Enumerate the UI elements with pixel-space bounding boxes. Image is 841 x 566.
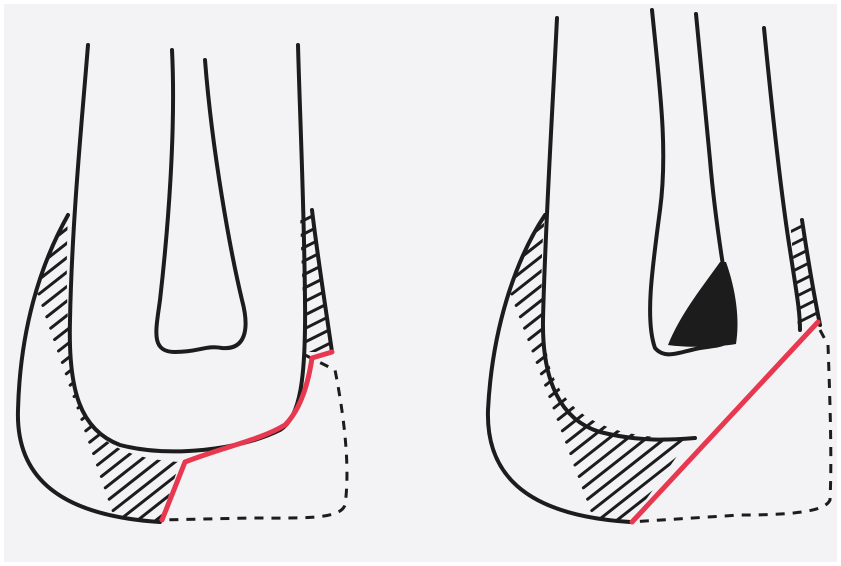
- drawing-sheet: [0, 0, 841, 566]
- sketch-canvas: [0, 0, 841, 566]
